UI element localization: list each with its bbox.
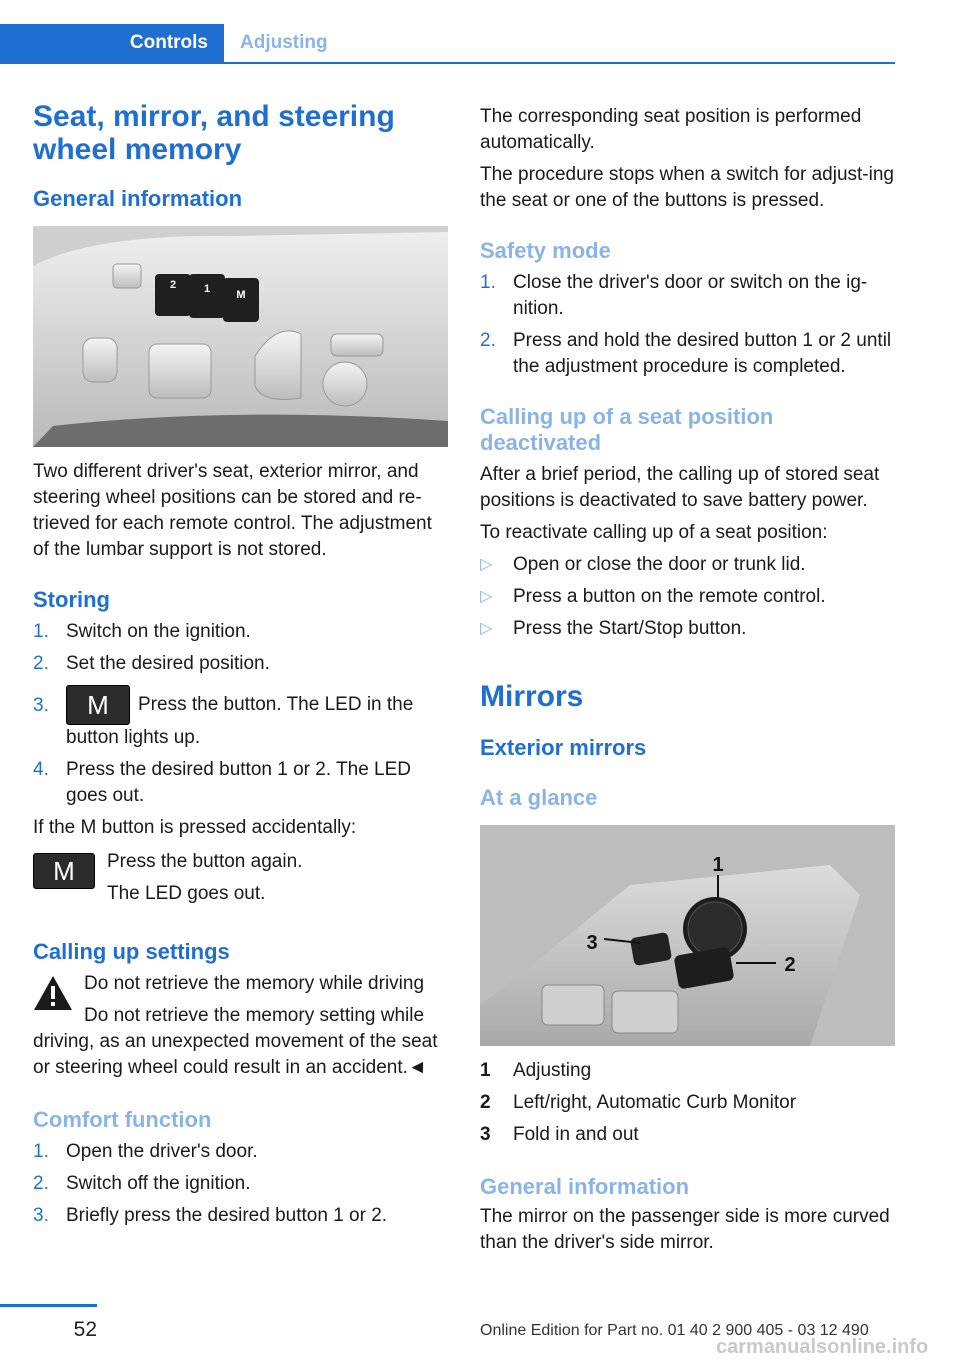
list-text: Switch off the ignition. <box>66 1173 251 1194</box>
memory-button-1 <box>189 274 225 318</box>
warning-title: Do not retrieve the memory while driving <box>84 973 425 994</box>
mirror-controls-photo: 1 2 3 <box>480 825 895 1046</box>
storing-heading: Storing <box>33 587 110 612</box>
legend-number: 3 <box>480 1124 491 1145</box>
photo-label-3: 3 <box>586 932 597 954</box>
list-number: 4. <box>33 759 49 780</box>
watermark: carmanualsonline.info <box>716 1336 929 1358</box>
list-text: Briefly press the desired button 1 or 2. <box>66 1205 388 1226</box>
list-item: ▷ Open or close the door or trunk lid. <box>480 552 896 578</box>
reactivate-text: To reactivate calling up of a seat posit… <box>480 522 828 543</box>
triangle-bullet-icon: ▷ <box>480 588 493 605</box>
list-number: 2. <box>33 1173 49 1194</box>
deactivated-heading: Calling up of a seat position deactivate… <box>480 404 774 455</box>
list-text: Press a button on the remote control. <box>513 586 826 607</box>
memory-button-m <box>223 278 259 322</box>
m-button-icon: M <box>33 853 95 889</box>
intro-text-2: The procedure stops when a switch for ad… <box>480 164 894 211</box>
photo-label-1: 1 <box>712 854 723 876</box>
list-text: Open the driver's door. <box>66 1141 258 1162</box>
legend-text: Left/right, Automatic Curb Monitor <box>513 1092 797 1113</box>
legend-number: 2 <box>480 1092 491 1113</box>
legend: 1 Adjusting 2 Left/right, Automatic Curb M… <box>480 1058 896 1148</box>
list-item: 1. Close the driver's door or switch on t… <box>480 270 896 322</box>
tab-adjusting[interactable]: Adjusting <box>240 32 328 53</box>
legend-number: 1 <box>480 1060 491 1081</box>
list-text: Set the desired position. <box>66 653 270 674</box>
list-text: Press the Start/Stop button. <box>513 618 747 639</box>
list-text: Close the driver's door or switch on the… <box>513 272 868 319</box>
right-column: The corresponding seat position is perfo… <box>480 104 896 1256</box>
edition-text: Online Edition for Part no. 01 40 2 900 … <box>480 1322 869 1339</box>
seat-memory-panel-photo: 2 1 M <box>33 226 448 447</box>
calling-up-heading: Calling up settings <box>33 939 230 964</box>
mirror-general-heading: General information <box>480 1174 690 1199</box>
triangle-bullet-icon: ▷ <box>480 556 493 573</box>
reactivate-list: ▷ Open or close the door or trunk lid. ▷ P… <box>480 552 896 642</box>
list-number: 1. <box>33 621 49 642</box>
safety-list: 1. Close the driver's door or switch on t… <box>480 270 896 380</box>
list-number: 1. <box>33 1141 49 1162</box>
exterior-mirrors-heading: Exterior mirrors <box>480 735 647 760</box>
page-title: Seat, mirror, and steering wheel memory <box>33 100 395 166</box>
seat-label-m: M <box>236 289 245 301</box>
tab-controls[interactable]: Controls <box>0 24 224 62</box>
m-button-icon: M <box>66 685 130 725</box>
m-button-note: M Press the button again. The LED goes o… <box>33 849 448 915</box>
accidental-text: If the M button is pressed accidentally: <box>33 817 357 838</box>
list-text: Press the desired button 1 or 2. The LED… <box>66 759 412 806</box>
mirrors-heading: Mirrors <box>480 680 584 713</box>
general-info-text: Two different driver's seat, exterior mi… <box>33 461 432 560</box>
list-item: 1. Switch on the ignition. <box>33 619 448 645</box>
warning-triangle-icon <box>34 976 72 1010</box>
deactivated-text: After a brief period, the calling up of … <box>480 464 880 511</box>
seat-label-1: 1 <box>204 283 210 295</box>
list-number: 2. <box>33 653 49 674</box>
list-item: 2. Switch off the ignition. <box>33 1171 448 1197</box>
general-info-heading: General information <box>33 186 243 211</box>
header-bar: Controls Adjusting <box>0 24 895 64</box>
press-again-text: Press the button again. <box>107 851 303 872</box>
list-item: 2. Set the desired position. <box>33 651 448 677</box>
at-a-glance-heading: At a glance <box>480 785 598 810</box>
list-item: 1. Open the driver's door. <box>33 1139 448 1165</box>
storing-list: 1. Switch on the ignition. 2. Set the desi… <box>33 619 448 809</box>
list-number: 3. <box>33 1205 49 1226</box>
page-number: 52 <box>73 1318 97 1341</box>
list-item: ▷ Press a button on the remote control. <box>480 584 896 610</box>
led-out-text: The LED goes out. <box>107 883 266 904</box>
left-column: Seat, mirror, and steering wheel memory … <box>33 100 448 1229</box>
legend-text: Adjusting <box>513 1060 592 1081</box>
list-text: Switch on the ignition. <box>66 621 251 642</box>
legend-item: 2 Left/right, Automatic Curb Monitor <box>480 1090 896 1116</box>
list-number: 3. <box>33 695 49 716</box>
list-item: 3. Briefly press the desired button 1 or … <box>33 1203 448 1229</box>
list-text: Press the button. The LED in the button … <box>66 694 414 748</box>
list-number: 2. <box>480 330 496 351</box>
mirror-general-text: The mirror on the passenger side is more… <box>480 1206 890 1253</box>
warning-text: Do not retrieve the memory setting while… <box>33 1005 438 1078</box>
comfort-heading: Comfort function <box>33 1107 212 1132</box>
intro-text-1: The corresponding seat position is perfo… <box>480 106 862 153</box>
triangle-bullet-icon: ▷ <box>480 620 493 637</box>
legend-item: 1 Adjusting <box>480 1058 896 1084</box>
list-number: 1. <box>480 272 496 293</box>
list-text: Press and hold the desired button 1 or 2… <box>513 330 892 377</box>
safety-mode-heading: Safety mode <box>480 238 611 263</box>
memory-button-2 <box>155 274 191 316</box>
photo-label-2: 2 <box>784 954 795 976</box>
list-item: ▷ Press the Start/Stop button. <box>480 616 896 642</box>
list-text: Open or close the door or trunk lid. <box>513 554 806 575</box>
seat-label-2: 2 <box>170 279 176 291</box>
legend-text: Fold in and out <box>513 1124 639 1145</box>
list-item: 2. Press and hold the desired button 1 or… <box>480 328 896 380</box>
list-item: 4. Press the desired button 1 or 2. The L… <box>33 757 448 809</box>
warning-box: Do not retrieve the memory while driving… <box>33 971 448 1081</box>
legend-item: 3 Fold in and out <box>480 1122 896 1148</box>
footer-rule <box>0 1304 97 1307</box>
comfort-list: 1. Open the driver's door. 2. Switch off t… <box>33 1139 448 1229</box>
